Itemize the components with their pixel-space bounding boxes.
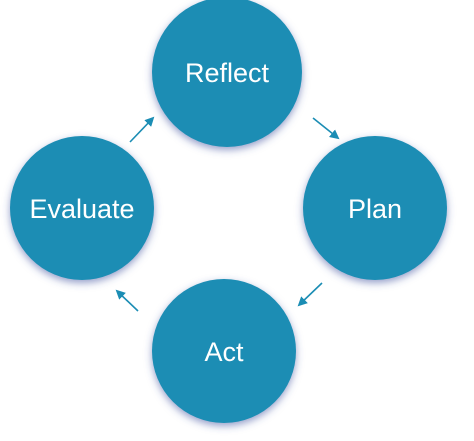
arrow-evaluate-to-reflect [129, 116, 155, 143]
arrow-act-to-evaluate [115, 289, 139, 312]
node-evaluate-circle [10, 136, 154, 280]
node-act: Act [152, 279, 296, 423]
node-plan: Plan [303, 136, 447, 280]
node-reflect: Reflect [152, 0, 302, 147]
node-reflect-circle [152, 0, 302, 147]
arrow-plan-to-act [297, 282, 323, 307]
arrow-reflect-to-plan [312, 117, 340, 140]
node-plan-circle [303, 136, 447, 280]
node-evaluate: Evaluate [10, 136, 154, 280]
node-act-circle [152, 279, 296, 423]
node-act-label: Act [204, 337, 244, 367]
node-reflect-label: Reflect [185, 58, 270, 88]
node-plan-label: Plan [348, 194, 402, 224]
node-evaluate-label: Evaluate [29, 194, 134, 224]
